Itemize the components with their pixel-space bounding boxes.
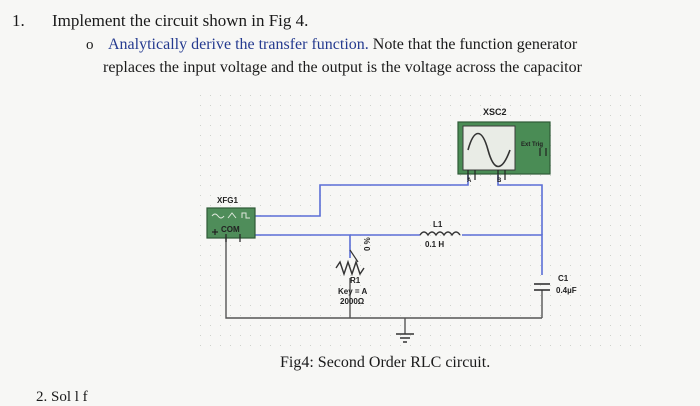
oscilloscope-xsc2[interactable]: Ext Trig XSC2 A B <box>457 107 551 184</box>
ground-symbol <box>396 333 414 343</box>
ground-wires <box>225 238 543 334</box>
oscilloscope-trig-label: Ext Trig <box>521 142 543 148</box>
resistor-percent: 0 % <box>363 237 372 251</box>
oscilloscope-label: XSC2 <box>483 107 507 117</box>
oscilloscope-channel-a: A <box>467 178 472 184</box>
resistor-wiper-icon <box>349 249 359 263</box>
subpart-line-1-highlight: Analytically derive the transfer functio… <box>108 36 369 53</box>
oscilloscope-terminals <box>467 148 547 180</box>
capacitor-value: 0.4µF <box>556 286 577 295</box>
cutoff-next-question: 2. Sol l f <box>36 389 88 405</box>
oscilloscope-screen <box>462 125 516 171</box>
generator-com-label: COM <box>221 225 240 234</box>
generator-label: XFG1 <box>217 196 238 205</box>
inductor-l1[interactable]: L1 0.1 H <box>419 220 461 249</box>
generator-terminals <box>212 229 241 242</box>
wire-generator-to-resistor <box>240 234 351 258</box>
capacitor-name: C1 <box>558 274 569 283</box>
capacitor-c1[interactable]: C1 0.4µF <box>534 274 577 295</box>
inductor-value: 0.1 H <box>425 240 444 249</box>
wire-generator-to-scope <box>240 175 469 217</box>
inductor-name: L1 <box>433 220 443 229</box>
grid-dots <box>200 95 641 346</box>
oscilloscope-channel-b: B <box>497 178 502 184</box>
wire-generator-ground <box>225 238 542 319</box>
generator-body <box>206 207 256 239</box>
resistor-zigzag-icon <box>335 259 365 277</box>
resistor-r1[interactable]: 0 % R1 Key = A 2000Ω <box>335 237 372 306</box>
resistor-value: 2000Ω <box>340 297 365 306</box>
question-text: Implement the circuit shown in Fig 4. <box>52 11 309 30</box>
subpart-line-1-rest: Note that the function generator <box>368 36 578 53</box>
figure-caption: Fig4: Second Order RLC circuit. <box>280 354 491 371</box>
resistor-key: Key = A <box>338 287 367 296</box>
inductor-coil-icon <box>419 231 461 237</box>
subpart-line-1: Analytically derive the transfer functio… <box>108 36 577 54</box>
resistor-name: R1 <box>350 276 361 285</box>
subpart-line-2: replaces the input voltage and the outpu… <box>103 59 582 76</box>
generator-waveform-icons <box>211 212 250 219</box>
oscilloscope-sine-icon <box>467 132 511 168</box>
question-number: 1. <box>12 11 25 30</box>
subpart-bullet: o <box>86 37 94 53</box>
function-generator-xfg1[interactable]: XFG1 COM <box>206 196 256 242</box>
